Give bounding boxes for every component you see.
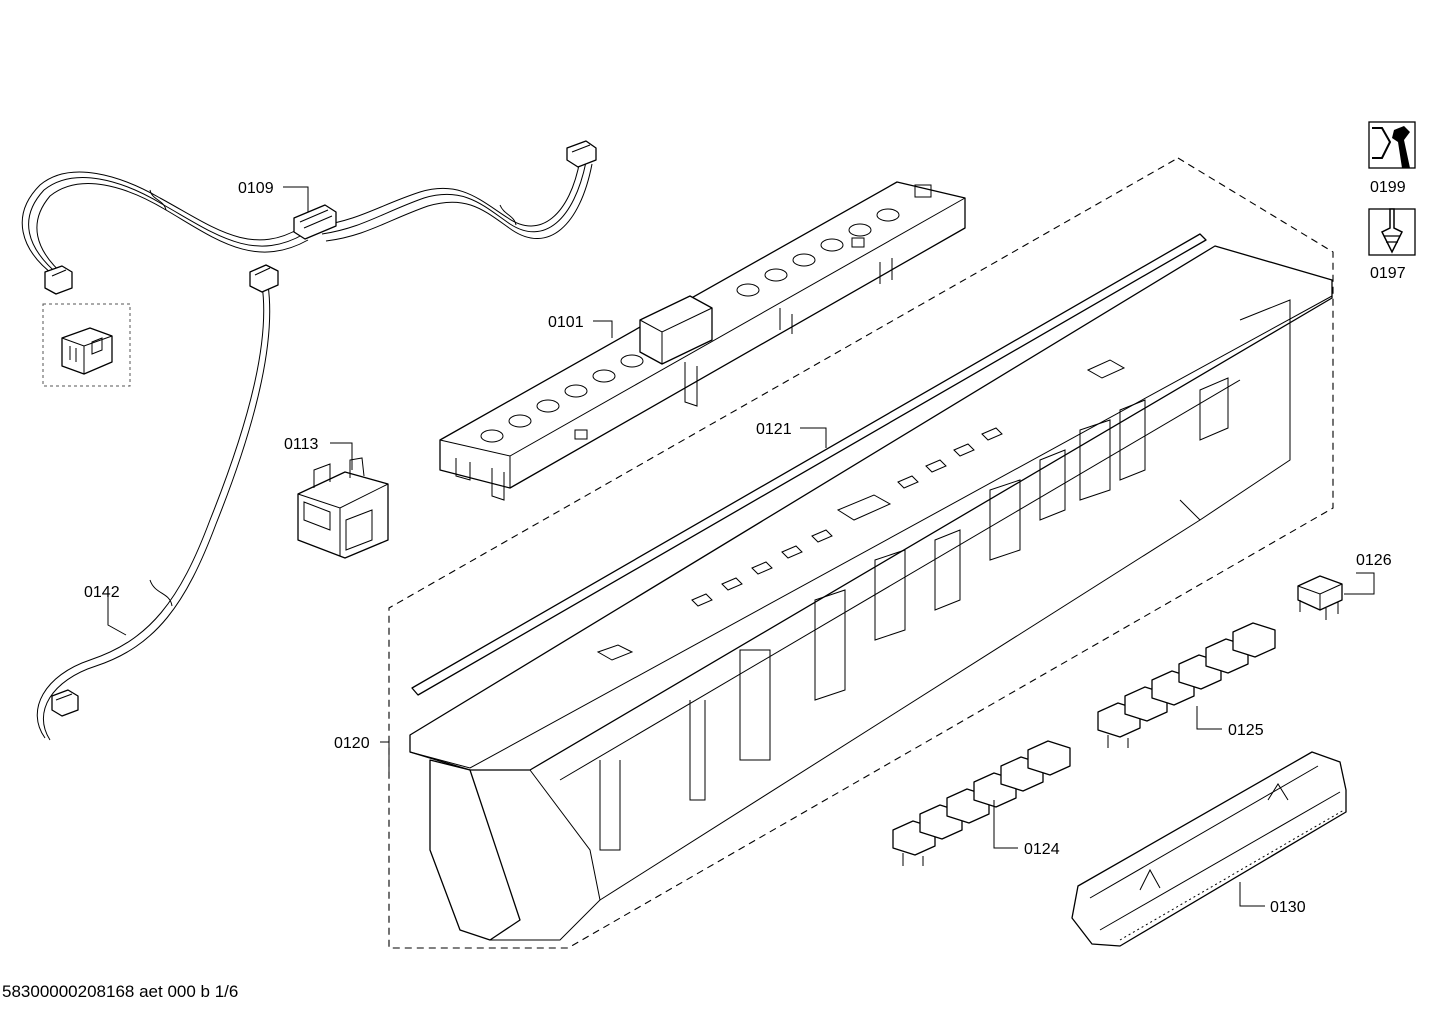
cable-0142 <box>36 264 279 741</box>
callout-0126: 0126 <box>1356 552 1392 569</box>
screwdriver-icon <box>1368 208 1416 256</box>
assembly-dashed-boundary <box>388 157 1334 949</box>
callout-0199: 0199 <box>1370 179 1406 196</box>
callout-0109: 0109 <box>238 180 274 197</box>
callout-0113: 0113 <box>284 436 319 453</box>
key-strip-0125 <box>1097 622 1276 748</box>
callout-0124: 0124 <box>1024 841 1060 858</box>
callout-0101: 0101 <box>548 314 584 331</box>
control-module-0101 <box>439 181 966 501</box>
rod-0121 <box>411 233 1207 696</box>
key-0126 <box>1297 575 1343 620</box>
callout-0121: 0121 <box>756 421 792 438</box>
detail-box <box>42 303 131 387</box>
wrench-icon <box>1368 121 1416 169</box>
callout-0130: 0130 <box>1270 899 1306 916</box>
control-panel-0120 <box>409 245 1333 941</box>
key-strip-0124 <box>892 740 1071 866</box>
callout-0120: 0120 <box>334 735 370 752</box>
leader-lines <box>107 186 1375 907</box>
callout-0197: 0197 <box>1370 265 1406 282</box>
cover-0130 <box>1071 751 1347 947</box>
callout-0125: 0125 <box>1228 722 1264 739</box>
switch-housing-0113 <box>297 457 389 559</box>
cable-harness-0109 <box>21 140 597 295</box>
document-id: 58300000208168 aet 000 b 1/6 <box>2 982 239 1001</box>
callout-0142: 0142 <box>84 584 120 601</box>
